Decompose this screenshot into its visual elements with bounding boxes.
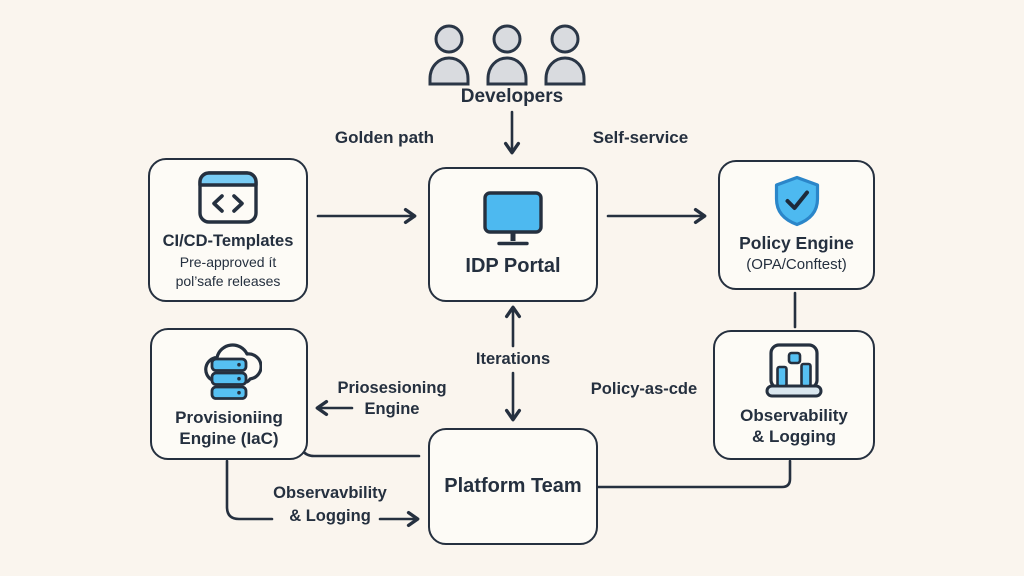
node-title: IDP Portal	[465, 255, 561, 278]
node-title: Provisioniing Engine (IaC)	[175, 408, 283, 448]
observability-logging-label: Observavbility & Logging	[273, 484, 387, 526]
line-provisioning-to-platform	[300, 448, 421, 458]
line-platform-to-observability	[596, 459, 792, 489]
node-provisioning-engine: Provisioniing Engine (IaC)	[150, 328, 308, 460]
developers-label: Developers	[460, 86, 564, 107]
self-service-label: Self-service	[592, 128, 689, 147]
node-title: CI/CD-Templates	[162, 232, 294, 251]
bar-chart-window-icon	[765, 343, 823, 398]
actor-developers	[427, 24, 597, 86]
cloud-server-icon	[204, 343, 262, 401]
golden-path-label: Golden path	[334, 128, 435, 147]
node-subtitle: Pre-approved ít pol’safe releases	[175, 254, 281, 289]
provisioning-engine-label: Priosesioning Engine	[337, 379, 447, 418]
policy-as-code-label: Policy-as-cde	[590, 380, 698, 398]
line-provisioning-elbow	[225, 459, 274, 521]
shield-check-icon	[774, 175, 819, 227]
node-observability-logging: Observability & Logging	[713, 330, 875, 460]
node-title: Platform Team	[444, 475, 582, 498]
iterations-label: Iterations	[475, 350, 551, 368]
monitor-icon	[483, 191, 543, 246]
node-subtitle: (OPA/Conftest)	[746, 256, 847, 274]
users-icon	[428, 24, 586, 86]
node-title: Policy Engine	[739, 233, 854, 254]
node-title: Observability & Logging	[740, 406, 848, 446]
node-platform-team: Platform Team	[428, 428, 598, 545]
node-idp-portal: IDP Portal	[428, 167, 598, 302]
node-cicd-templates: CI/CD-Templates Pre-approved ít pol’safe…	[148, 158, 308, 302]
node-policy-engine: Policy Engine (OPA/Conftest)	[718, 160, 875, 290]
code-window-icon	[198, 171, 258, 224]
